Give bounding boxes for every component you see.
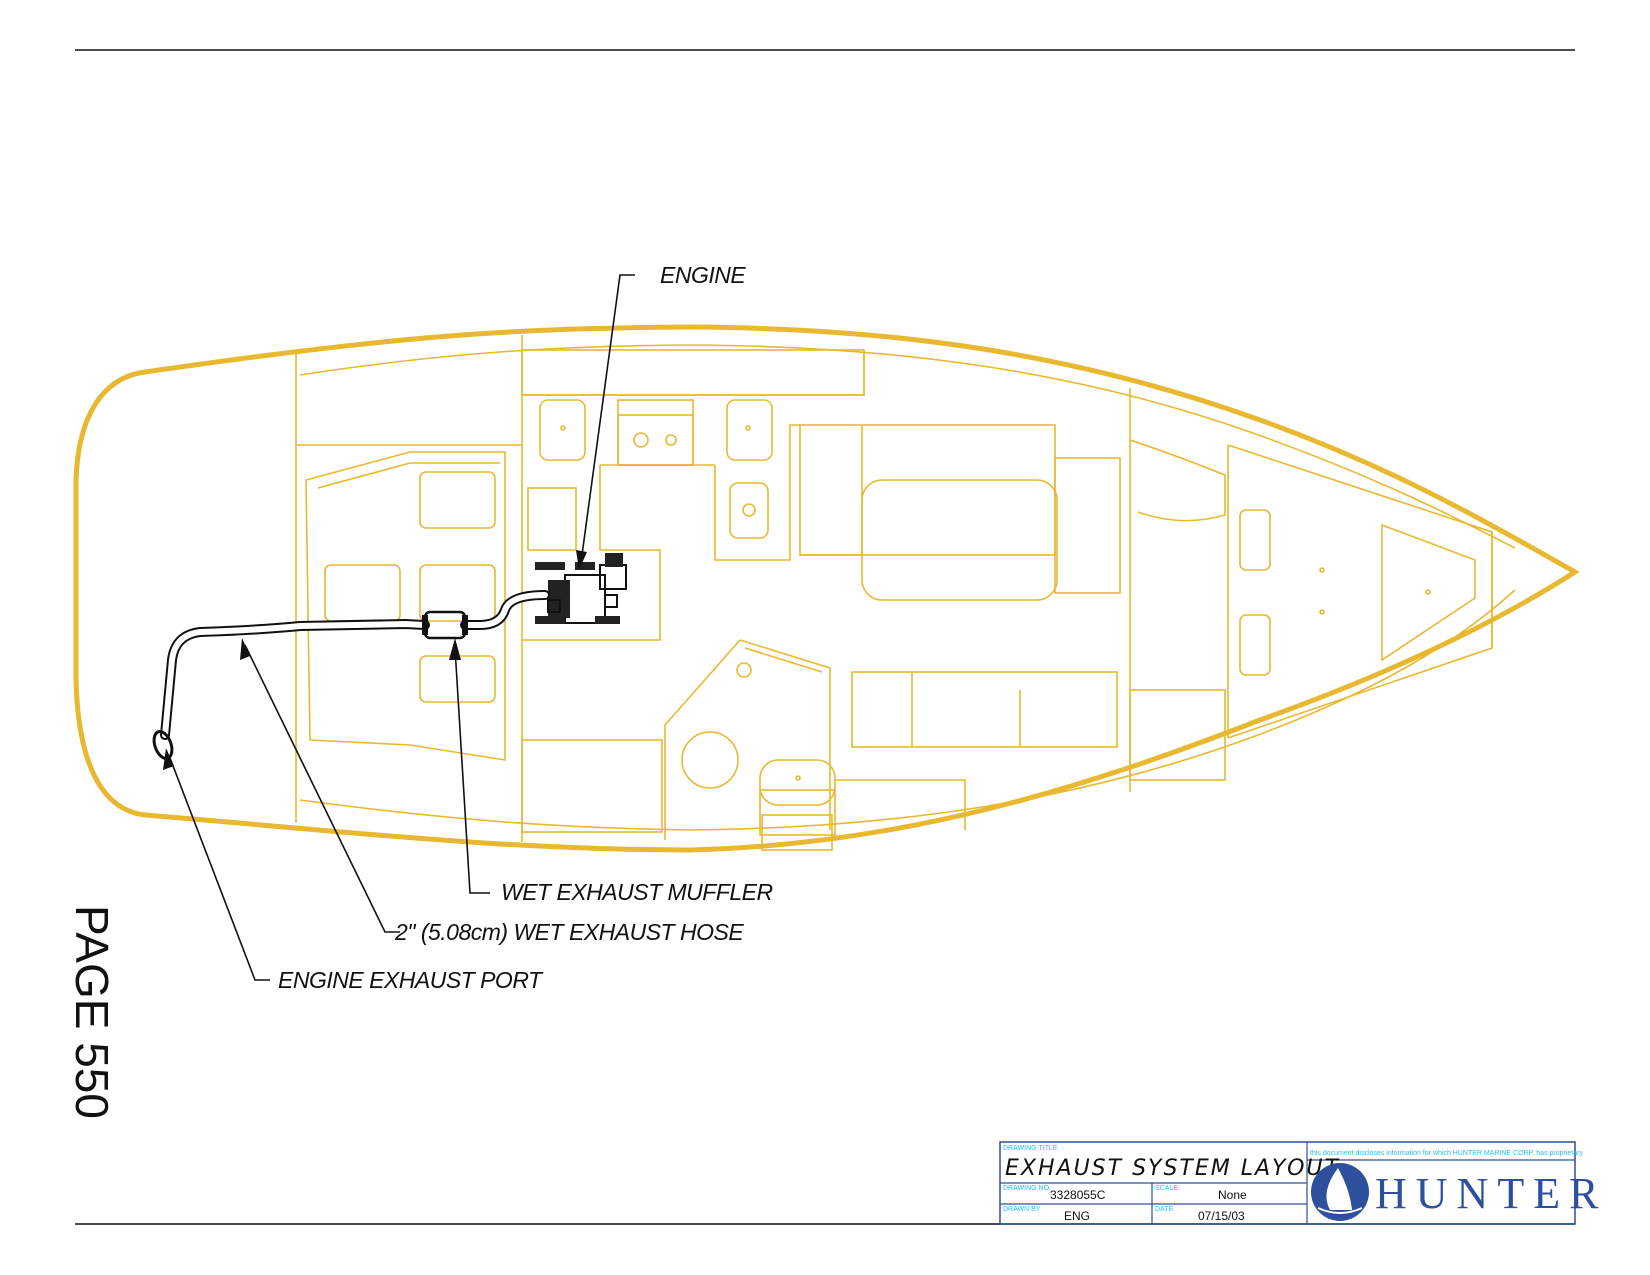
callout-port: ENGINE EXHAUST PORT [278,967,544,993]
callout-engine: ENGINE [660,262,746,288]
hull-plan [73,324,1580,853]
muffler [423,610,467,640]
svg-text:DRAWING TITLE: DRAWING TITLE [1003,1145,1058,1152]
svg-text:DRAWING NO.: DRAWING NO. [1003,1185,1051,1192]
svg-text:DRAWN BY: DRAWN BY [1003,1206,1041,1213]
drawing-title: EXHAUST SYSTEM LAYOUT [1005,1156,1340,1181]
proprietary-note: this document discloses information for … [1310,1150,1583,1157]
svg-text:DATE: DATE [1155,1206,1173,1213]
callout-hose: 2" (5.08cm) WET EXHAUST HOSE [394,919,744,945]
exhaust-port [152,730,174,760]
engine-assembly [535,553,627,624]
title-block: DRAWING TITLE DRAWING NO. SCALE DRAWN BY… [999,1141,1607,1225]
hull-outline [73,324,1580,853]
drawing-scale: None [1218,1188,1247,1202]
leader-lines [163,274,635,981]
hose-line [160,590,550,740]
drawing-date: 07/15/03 [1198,1209,1245,1223]
drawn-by: ENG [1064,1209,1090,1223]
hunter-logo: HUNTER [1311,1163,1607,1221]
exhaust-hose [152,590,550,760]
svg-text:SCALE: SCALE [1155,1185,1178,1192]
brand-name: HUNTER [1375,1169,1607,1218]
callout-muffler: WET EXHAUST MUFFLER [501,879,773,905]
drawing-number: 3328055C [1050,1188,1106,1202]
page-label: PAGE 550 [66,905,118,1119]
